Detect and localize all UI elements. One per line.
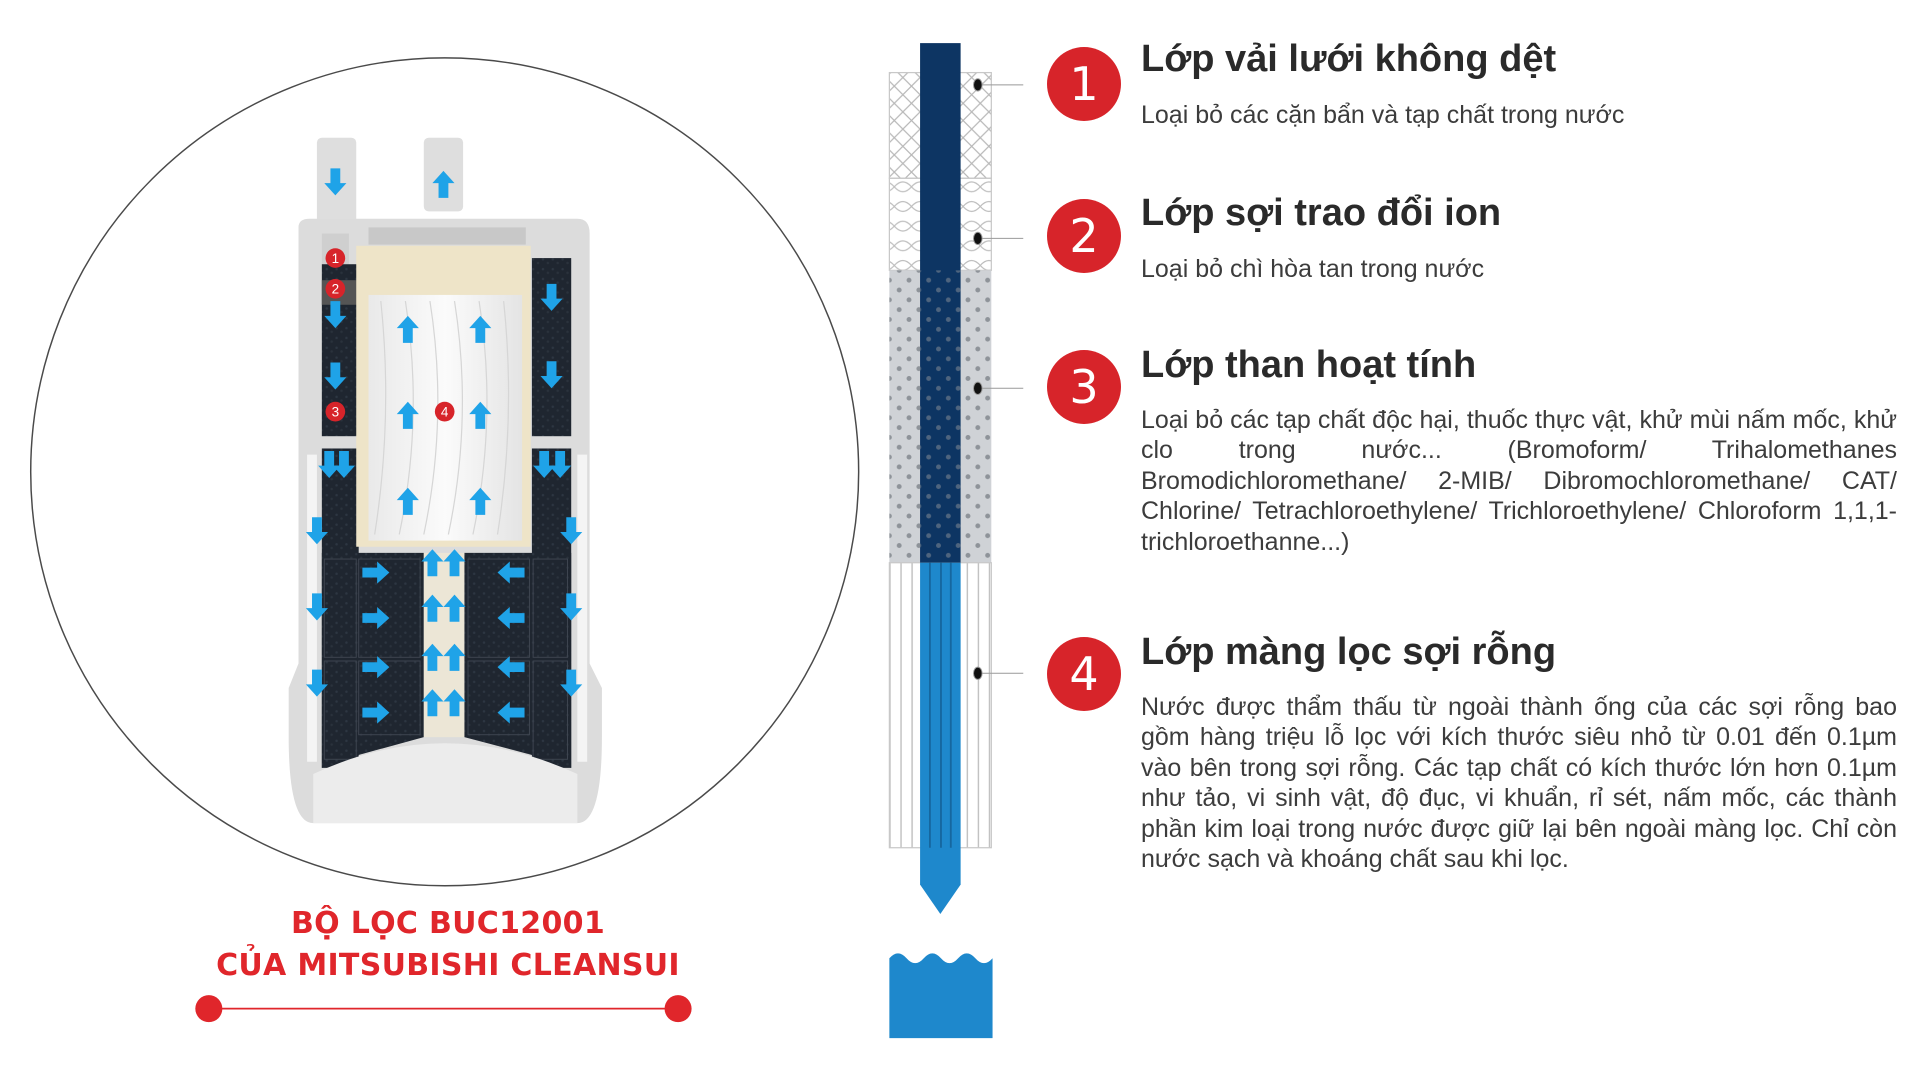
layer-number-badge: 2 (1047, 199, 1121, 273)
layer-description: Loại bỏ các tạp chất độc hại, thuốc thực… (1141, 406, 1897, 556)
filter-cross-section (288, 137, 602, 824)
layer-title: Lớp sợi trao đổi ion (1141, 192, 1502, 234)
water-icon (889, 953, 993, 1039)
layer-description: Loại bỏ chì hòa tan trong nước (1141, 255, 1485, 283)
layer-number-badge: 3 (1047, 350, 1121, 424)
product-title-line1: BỘ LỌC BUC12001 (290, 906, 605, 941)
layer-title: Lớp vải lưới không dệt (1141, 38, 1557, 80)
illustration-frame-circle (29, 57, 860, 887)
layer-number-badge: 1 (1047, 47, 1121, 121)
caption-divider (195, 995, 692, 1023)
badge-2: 2 (332, 282, 340, 297)
filter-layer-column (888, 43, 1024, 1039)
badge-4: 4 (441, 405, 449, 420)
layer-title: Lớp than hoạt tính (1141, 344, 1477, 386)
layer-number-badge: 4 (1047, 637, 1121, 711)
illustration-badges: 1 2 3 4 (325, 248, 455, 422)
product-title-line2: CỦA MITSUBISHI CLEANSUI (216, 948, 680, 983)
layer-description: Nước được thẩm thấu từ ngoài thành ống c… (1141, 693, 1897, 874)
layer-title: Lớp màng lọc sợi rỗng (1141, 631, 1557, 673)
layer-description: Loại bỏ các cặn bẩn và tạp chất trong nư… (1141, 101, 1625, 129)
badge-3: 3 (332, 405, 340, 420)
badge-1: 1 (332, 251, 340, 266)
